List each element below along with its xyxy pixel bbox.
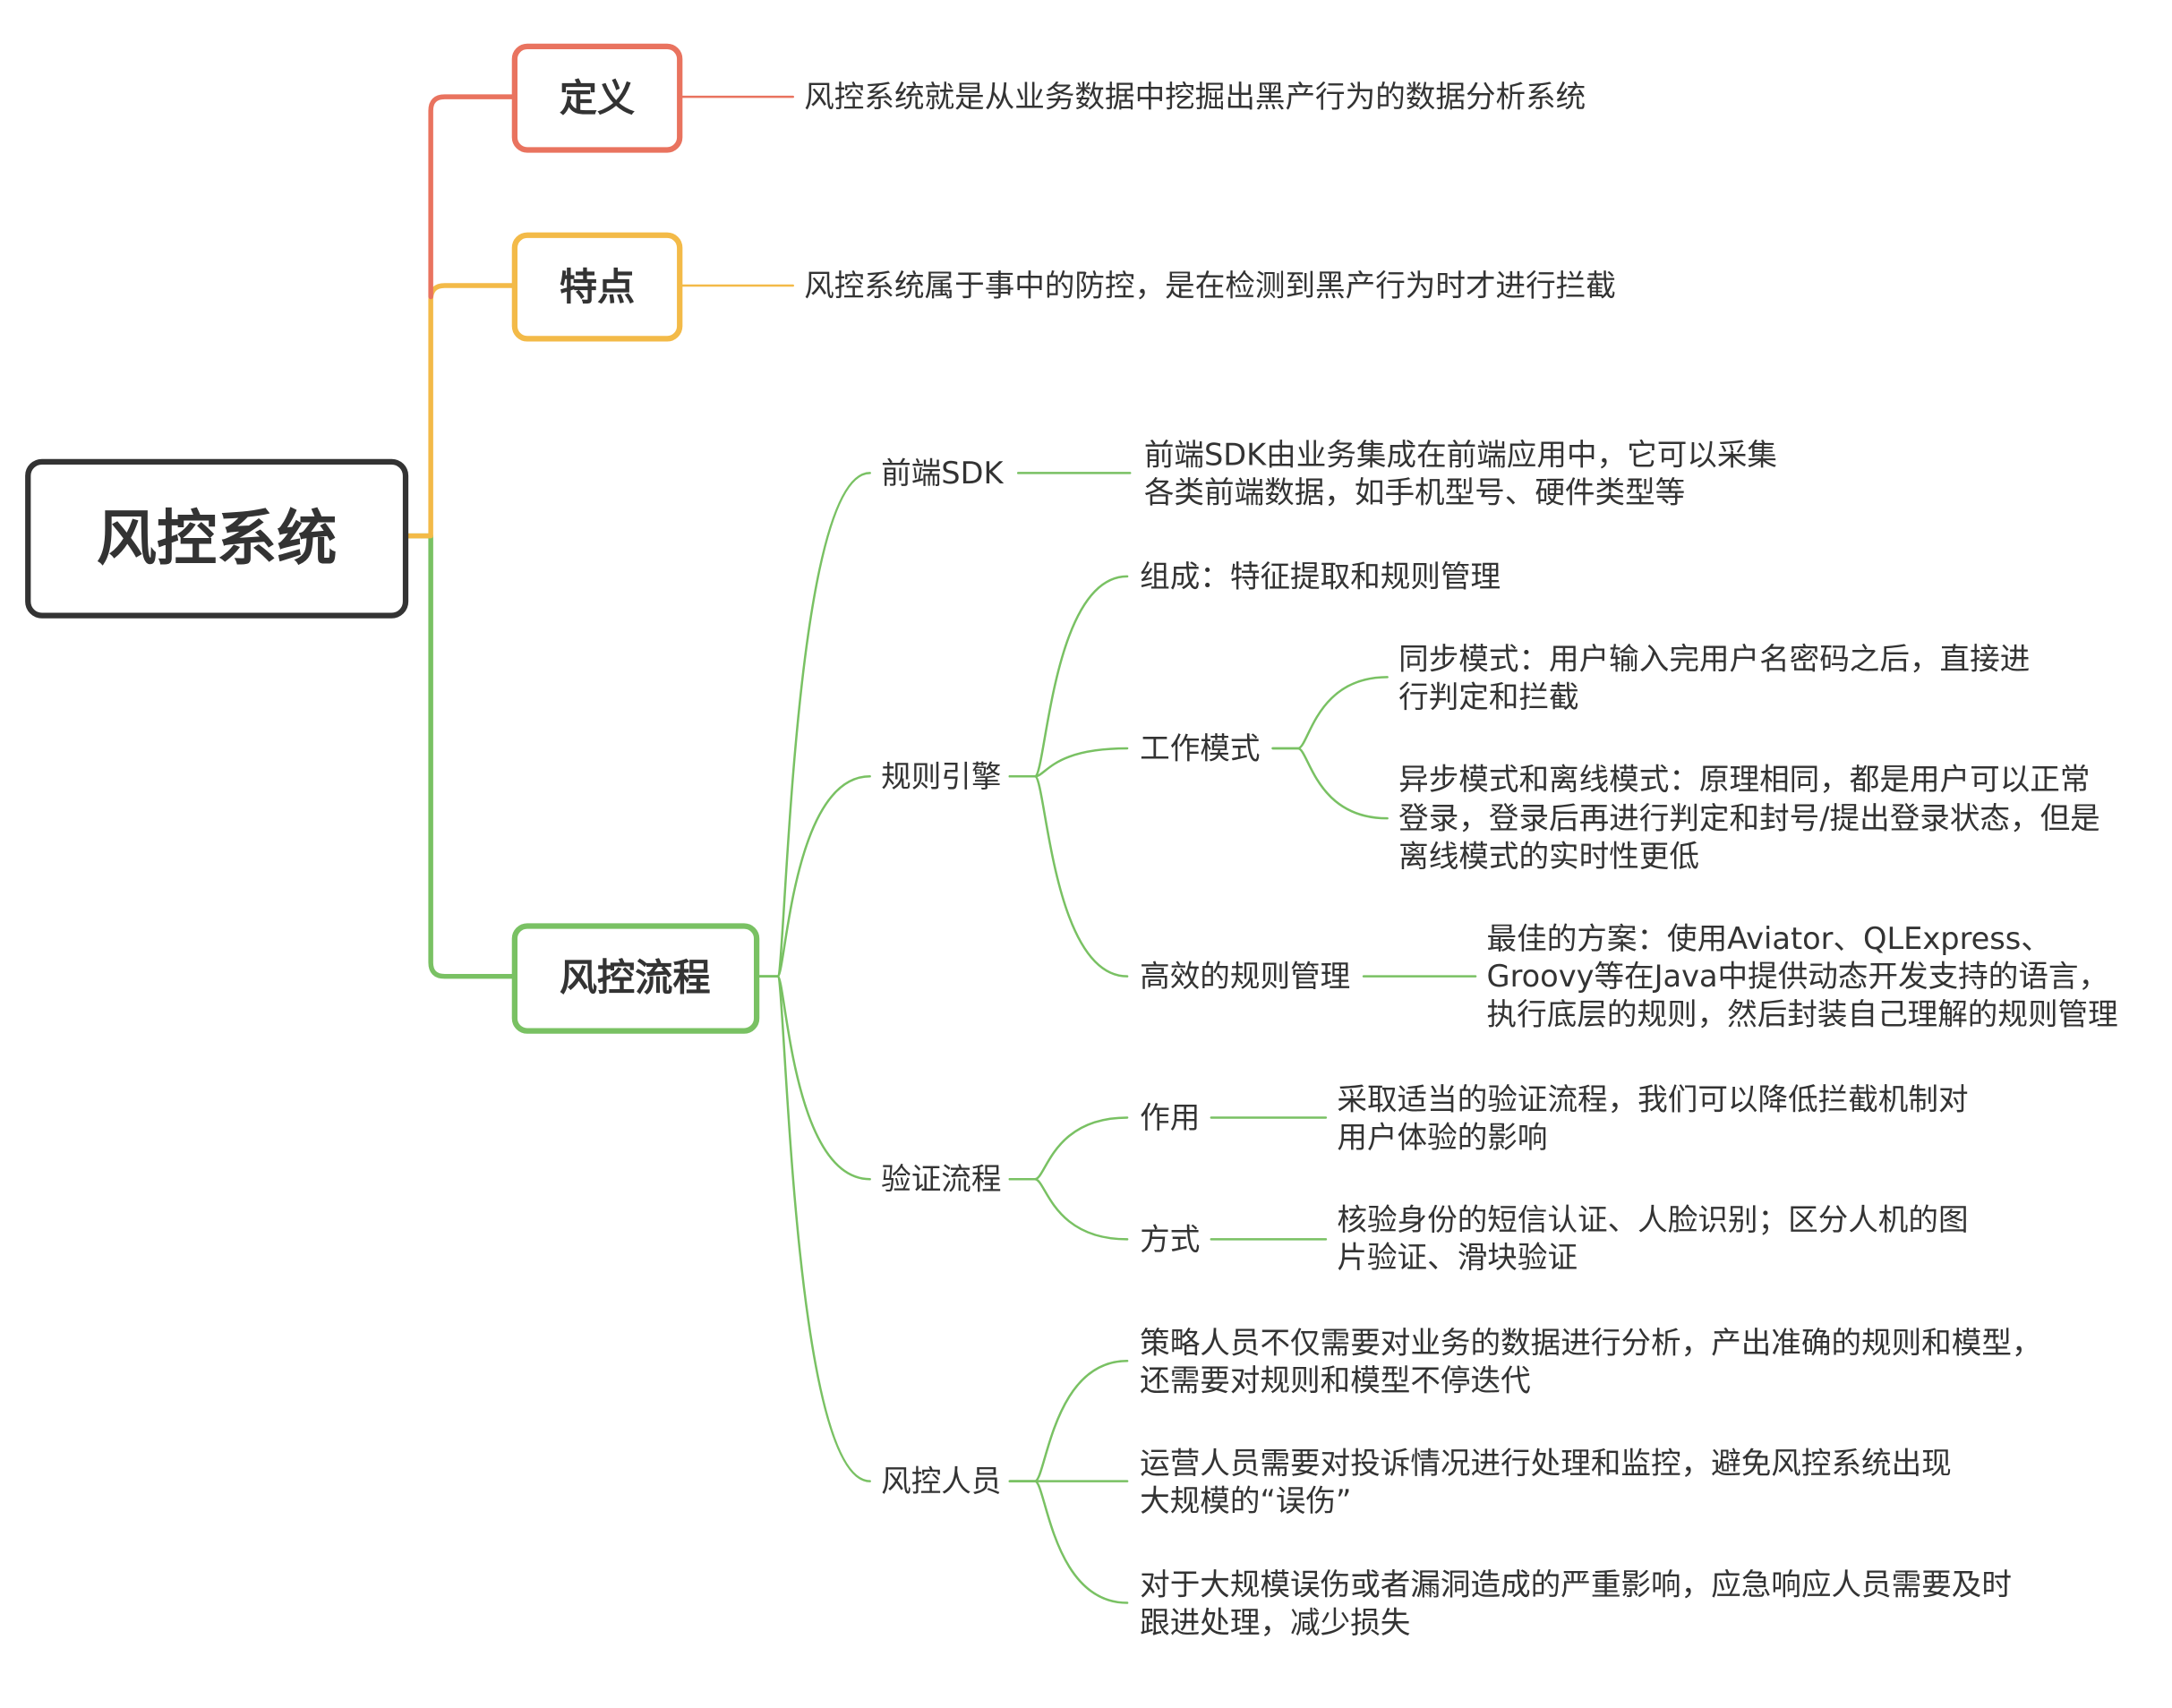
branch-definition: 定义 风控系统就是从业务数据中挖掘出黑产行为的数据分析系统: [511, 43, 1586, 153]
connector-work-mode-to-sync: [1271, 676, 1389, 750]
staff-label: 风控人员: [881, 1464, 1001, 1499]
method-label: 方式: [1140, 1222, 1200, 1257]
connector-process-to-sdk: [755, 472, 871, 978]
topic-work-mode: 工作模式 同步模式：用户输入完用户名密码之后，直接进 行判定和拦截 异步模式和离…: [1140, 642, 2100, 874]
feature-box: [511, 232, 683, 342]
topic-staff: 风控人员 策略人员不仅需要对业务的数据进行分析，产出准确的规则和模型， 还需要对…: [881, 1325, 2041, 1639]
topic-rule-engine: 规则引擎 组成：特征提取和规则管理 工作模式 同步模式：用户输入完用户名密码之后…: [881, 559, 2118, 1031]
async-mode-line: 异步模式和离线模式：原理相同，都是用户可以正常: [1398, 762, 2090, 797]
method-desc-line: 片验证、滑块验证: [1337, 1240, 1578, 1275]
purpose-desc-line: 采取适当的验证流程，我们可以降低拦截机制对: [1337, 1082, 1968, 1117]
process-label: 风控流程: [560, 956, 711, 1000]
feature-desc: 风控系统属于事中的防控，是在检测到黑产行为时才进行拦截: [804, 268, 1616, 303]
staff-operations-line: 运营人员需要对投诉情况进行处理和监控，避免风控系统出现: [1140, 1446, 1952, 1481]
composition-label: 组成：特征提取和规则管理: [1140, 559, 1501, 594]
sync-mode-line: 同步模式：用户输入完用户名密码之后，直接进: [1398, 642, 2030, 677]
connector-rule-engine-to-management: [1008, 775, 1129, 978]
method-desc-line: 核验身份的短信认证、人脸识别；区分人机的图: [1337, 1202, 1968, 1237]
purpose-label: 作用: [1140, 1100, 1200, 1135]
purpose-desc-line: 用户体验的影响: [1337, 1120, 1547, 1155]
rule-engine-label: 规则引擎: [881, 759, 1001, 794]
root-node-label: 风控系统: [97, 504, 338, 574]
connector-root-to-process: [403, 533, 517, 979]
management-desc-line: 执行底层的规则，然后封装自己理解的规则管理: [1487, 996, 2118, 1031]
management-label: 高效的规则管理: [1140, 959, 1350, 994]
connector-root-to-definition: [428, 94, 517, 300]
connector-verification-to-purpose: [1008, 1116, 1129, 1181]
connector-root-to-feature: [403, 283, 517, 539]
connector-process-to-rule-engine: [755, 775, 871, 978]
staff-strategy-line: 策略人员不仅需要对业务的数据进行分析，产出准确的规则和模型，: [1140, 1325, 2041, 1360]
connector-process-to-staff: [755, 975, 871, 1482]
staff-emergency-line: 跟进处理，减少损失: [1140, 1605, 1410, 1640]
definition-label: 定义: [560, 76, 635, 120]
work-mode-label: 工作模式: [1140, 731, 1260, 766]
sync-mode-line: 行判定和拦截: [1398, 679, 1578, 714]
connector-work-mode-to-async: [1271, 747, 1389, 820]
connector-rule-engine-to-work-mode: [1008, 747, 1129, 778]
topic-verification: 验证流程 作用 采取适当的验证流程，我们可以降低拦截机制对 用户体验的影响 方式…: [881, 1082, 1968, 1276]
root-connectors: [403, 94, 517, 979]
sdk-label: 前端SDK: [881, 456, 1004, 491]
branch-process: 风控流程 前端SDK 前端SDK由业务集成在前端应用中，它可以采集 各类前端数据…: [511, 438, 2118, 1640]
branch-feature: 特点 风控系统属于事中的防控，是在检测到黑产行为时才进行拦截: [511, 232, 1616, 342]
sdk-desc-line: 各类前端数据，如手机型号、硬件类型等: [1144, 475, 1685, 510]
topic-rule-management: 高效的规则管理 最佳的方案：使用Aviator、QLExpress、 Groov…: [1140, 921, 2118, 1031]
async-mode-line: 登录，登录后再进行判定和封号/提出登录状态，但是: [1398, 801, 2100, 836]
async-mode-line: 离线模式的实时性更低: [1398, 839, 1699, 874]
management-desc-line: Groovy等在Java中提供动态开发支持的语言，: [1487, 959, 2109, 994]
root-node-box: [25, 458, 409, 619]
verification-label: 验证流程: [881, 1162, 1001, 1197]
staff-strategy-line: 还需要对规则和模型不停迭代: [1140, 1363, 1531, 1398]
connector-verification-to-method: [1008, 1177, 1129, 1241]
definition-desc: 风控系统就是从业务数据中挖掘出黑产行为的数据分析系统: [804, 80, 1586, 115]
topic-sdk: 前端SDK 前端SDK由业务集成在前端应用中，它可以采集 各类前端数据，如手机型…: [881, 438, 1777, 510]
staff-operations-line: 大规模的“误伤”: [1140, 1483, 1351, 1518]
sdk-desc-line: 前端SDK由业务集成在前端应用中，它可以采集: [1144, 438, 1777, 473]
connector-rule-engine-to-composition: [1008, 575, 1129, 778]
feature-label: 特点: [560, 265, 635, 309]
management-desc-line: 最佳的方案：使用Aviator、QLExpress、: [1487, 921, 2051, 956]
connector-staff-to-strategy: [1008, 1360, 1129, 1482]
root-node: 风控系统: [25, 458, 409, 619]
definition-box: [511, 43, 683, 153]
connector-staff-to-emergency: [1008, 1480, 1129, 1604]
process-box: [511, 923, 760, 1034]
staff-emergency-line: 对于大规模误伤或者漏洞造成的严重影响，应急响应人员需要及时: [1140, 1567, 2012, 1602]
connector-process-to-verification: [755, 975, 871, 1181]
